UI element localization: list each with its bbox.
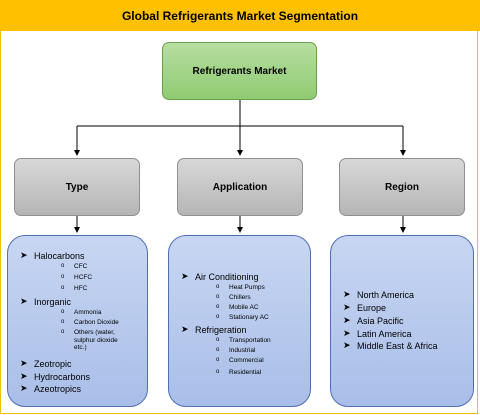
circle-bullet-icon: o [61,309,65,315]
sub-item-label: Ammonia [74,309,102,316]
sub-item-label: Commercial [229,357,264,364]
arrow-bullet-icon: ➤ [20,371,28,381]
circle-bullet-icon: o [216,347,220,353]
list-item: ➤ Asia Pacific [343,315,404,326]
sub-item: o Ammonia [61,309,101,317]
sub-item-label: Industrial [229,347,256,354]
arrow-bullet-icon: ➤ [343,328,351,338]
sub-item: o Transportation [216,337,271,345]
arrow-bullet-icon: ➤ [181,271,189,281]
sub-item: o Residential [216,369,261,377]
sub-item: o Others (water, sulphur dioxide etc.) [61,329,118,352]
sub-item-label: Others (water, sulphur dioxide etc.) [74,329,118,351]
arrow-bullet-icon: ➤ [20,296,28,306]
list-item: ➤ Hydrocarbons [20,371,90,382]
circle-bullet-icon: o [61,285,65,291]
list-item: ➤ Europe [343,302,386,313]
sub-item-label: Carbon Dioxide [74,319,119,326]
circle-bullet-icon: o [61,263,65,269]
category-type: Type [14,158,140,216]
list-item: ➤ Middle East & Africa [343,340,438,351]
item-label: Inorganic [34,296,72,307]
sub-item: o HFC [61,285,87,293]
arrow-bullet-icon: ➤ [343,340,351,350]
circle-bullet-icon: o [61,329,65,335]
circle-bullet-icon: o [216,314,220,320]
sub-item: o Mobile AC [216,304,259,312]
circle-bullet-icon: o [216,304,220,310]
circle-bullet-icon: o [61,274,65,280]
list-item: ➤ Zeotropic [20,358,72,369]
sub-item-label: Mobile AC [229,304,259,311]
sub-item: o HCFC [61,274,92,282]
diagram-title: Global Refrigerants Market Segmentation [0,0,480,31]
circle-bullet-icon: o [216,369,220,375]
category-region: Region [339,158,465,216]
sub-item-label: Transportation [229,337,271,344]
sub-item: o Stationary AC [216,314,269,322]
item-label: North America [357,289,415,300]
item-label: Europe [357,302,387,313]
root-node: Refrigerants Market [162,42,317,100]
item-label: Air Conditioning [195,271,259,282]
arrow-bullet-icon: ➤ [343,289,351,299]
sub-item-label: CFC [74,263,88,270]
circle-bullet-icon: o [61,319,65,325]
list-item: ➤ Air Conditioning [181,271,259,282]
circle-bullet-icon: o [216,294,220,300]
arrow-bullet-icon: ➤ [20,358,28,368]
item-label: Latin America [357,328,412,339]
list-item: ➤ North America [343,289,414,300]
list-item: ➤ Halocarbons [20,250,85,261]
sub-item-label: HCFC [74,274,93,281]
item-label: Azeotropics [34,383,82,394]
sub-item-label: HFC [74,285,88,292]
item-label: Hydrocarbons [34,371,91,382]
sub-item: o Carbon Dioxide [61,319,119,327]
list-item: ➤ Latin America [343,328,412,339]
item-label: Asia Pacific [357,315,404,326]
sub-item: o Commercial [216,357,264,365]
item-label: Halocarbons [34,250,85,261]
sub-item: o Heat Pumps [216,284,265,292]
region-panel: ➤ North America ➤ Europe ➤ Asia Pacific … [330,235,474,407]
arrow-bullet-icon: ➤ [343,302,351,312]
list-item: ➤ Inorganic [20,296,71,307]
diagram-frame [0,31,478,414]
sub-item: o CFC [61,263,87,271]
sub-item: o Industrial [216,347,255,355]
sub-item-label: Residential [229,369,262,376]
sub-item-label: Heat Pumps [229,284,265,291]
item-label: Zeotropic [34,358,72,369]
circle-bullet-icon: o [216,284,220,290]
arrow-bullet-icon: ➤ [20,250,28,260]
circle-bullet-icon: o [216,357,220,363]
list-item: ➤ Azeotropics [20,383,81,394]
arrow-bullet-icon: ➤ [181,324,189,334]
circle-bullet-icon: o [216,337,220,343]
sub-item: o Chillers [216,294,251,302]
item-label: Middle East & Africa [357,340,438,351]
category-application: Application [177,158,303,216]
arrow-bullet-icon: ➤ [343,315,351,325]
arrow-bullet-icon: ➤ [20,383,28,393]
sub-item-label: Stationary AC [229,314,269,321]
item-label: Refrigeration [195,324,247,335]
list-item: ➤ Refrigeration [181,324,247,335]
sub-item-label: Chillers [229,294,251,301]
